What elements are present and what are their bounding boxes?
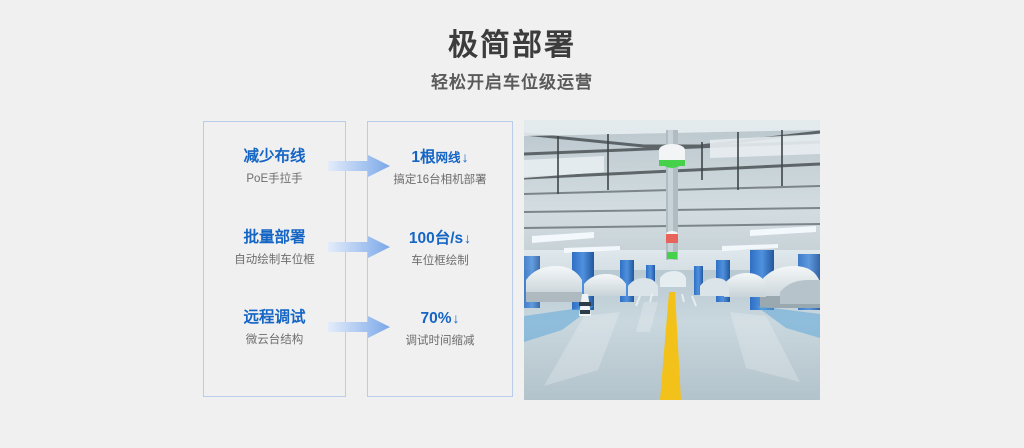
benefit-row: 批量部署 自动绘制车位框 100台/s↓ 车位框绘制 bbox=[203, 227, 513, 279]
parking-garage-photo bbox=[524, 120, 820, 400]
trend-down-icon: ↓ bbox=[452, 310, 460, 326]
outcome-unit: 网线 bbox=[435, 151, 461, 165]
outcome-subtext: 搞定16台相机部署 bbox=[393, 174, 487, 186]
capability-cell: 减少布线 PoE手拉手 bbox=[203, 146, 346, 189]
capability-subtext: 自动绘制车位框 bbox=[234, 254, 315, 266]
trend-down-icon: ↓ bbox=[461, 149, 469, 165]
outcome-headline: 100台/s↓ bbox=[367, 227, 513, 250]
outcome-value: 100台/s bbox=[408, 230, 464, 247]
page-header: 极简部署 轻松开启车位级运营 bbox=[0, 26, 1024, 96]
capability-subtext: 微云台结构 bbox=[245, 334, 304, 346]
capability-headline: 减少布线 bbox=[243, 148, 306, 165]
capability-subtext: PoE手拉手 bbox=[246, 173, 303, 185]
page-subtitle: 轻松开启车位级运营 bbox=[431, 73, 593, 92]
outcome-headline: 1根网线↓ bbox=[367, 146, 513, 169]
outcome-cell: 100台/s↓ 车位框绘制 bbox=[367, 227, 513, 271]
benefit-row: 远程调试 微云台结构 70%↓ 调试时间缩减 bbox=[203, 307, 513, 359]
page-title: 极简部署 bbox=[448, 29, 576, 62]
capability-cell: 远程调试 微云台结构 bbox=[203, 307, 346, 350]
capability-panel bbox=[203, 121, 346, 397]
benefit-rows: 减少布线 PoE手拉手 1根网线↓ 搞定16台相机部署 批量部署 自动绘制车位框… bbox=[203, 121, 513, 397]
outcome-panel bbox=[367, 121, 513, 397]
trend-down-icon: ↓ bbox=[464, 230, 472, 246]
capability-cell: 批量部署 自动绘制车位框 bbox=[203, 227, 346, 270]
arrow-right-icon bbox=[328, 316, 390, 338]
outcome-cell: 1根网线↓ 搞定16台相机部署 bbox=[367, 146, 513, 190]
capability-headline: 批量部署 bbox=[243, 229, 306, 246]
outcome-cell: 70%↓ 调试时间缩减 bbox=[367, 307, 513, 351]
outcome-value: 70% bbox=[420, 310, 452, 327]
outcome-headline: 70%↓ bbox=[367, 307, 513, 330]
benefits-diagram: 减少布线 PoE手拉手 1根网线↓ 搞定16台相机部署 批量部署 自动绘制车位框… bbox=[203, 121, 513, 399]
outcome-subtext: 车位框绘制 bbox=[411, 255, 469, 267]
outcome-value: 1根 bbox=[411, 149, 436, 166]
outcome-subtext: 调试时间缩减 bbox=[405, 335, 475, 347]
benefit-row: 减少布线 PoE手拉手 1根网线↓ 搞定16台相机部署 bbox=[203, 146, 513, 198]
capability-headline: 远程调试 bbox=[243, 309, 306, 326]
arrow-right-icon bbox=[328, 236, 390, 258]
arrow-right-icon bbox=[328, 155, 390, 177]
